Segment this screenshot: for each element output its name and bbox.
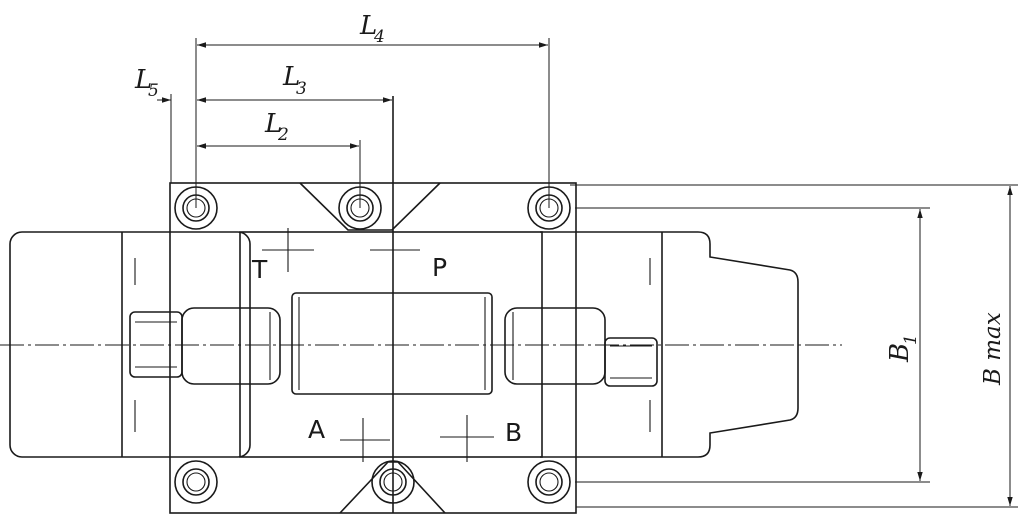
port-label-b: B — [505, 418, 522, 447]
dimension-label-l2: L 2 — [264, 109, 289, 145]
port-t-crosshair — [262, 228, 314, 272]
svg-text:B max: B max — [980, 312, 1006, 386]
svg-text:L: L — [264, 109, 282, 139]
svg-text:3: 3 — [296, 79, 307, 99]
svg-text:L: L — [134, 65, 152, 95]
center-lines — [0, 96, 842, 513]
svg-text:L: L — [359, 11, 377, 41]
svg-text:L: L — [282, 62, 300, 92]
svg-text:2: 2 — [277, 125, 289, 145]
svg-text:1: 1 — [901, 334, 921, 345]
dimension-label-l5: L 5 — [134, 65, 159, 101]
spool — [129, 292, 658, 395]
bolt-hole-bottom-right — [527, 460, 571, 504]
port-label-p: P — [432, 253, 447, 282]
port-crosshairs — [262, 228, 494, 462]
svg-text:5: 5 — [148, 81, 159, 101]
dimension-label-b1: B 1 — [885, 334, 921, 363]
port-b-crosshair — [440, 415, 494, 462]
base-plate — [169, 182, 577, 514]
vertical-dimensions — [570, 184, 1018, 508]
svg-text:4: 4 — [373, 27, 385, 47]
svg-text:B: B — [885, 343, 915, 363]
dimension-label-bmax: B max — [980, 312, 1006, 386]
port-label-t: T — [251, 255, 268, 284]
horizontal-dimensions — [157, 38, 550, 208]
dimension-label-l4: L 4 — [359, 11, 385, 47]
bolt-hole-bottom-left — [174, 460, 218, 504]
port-a-crosshair — [340, 418, 390, 462]
dimension-label-l3: L 3 — [282, 62, 307, 99]
port-label-a: A — [308, 415, 325, 444]
